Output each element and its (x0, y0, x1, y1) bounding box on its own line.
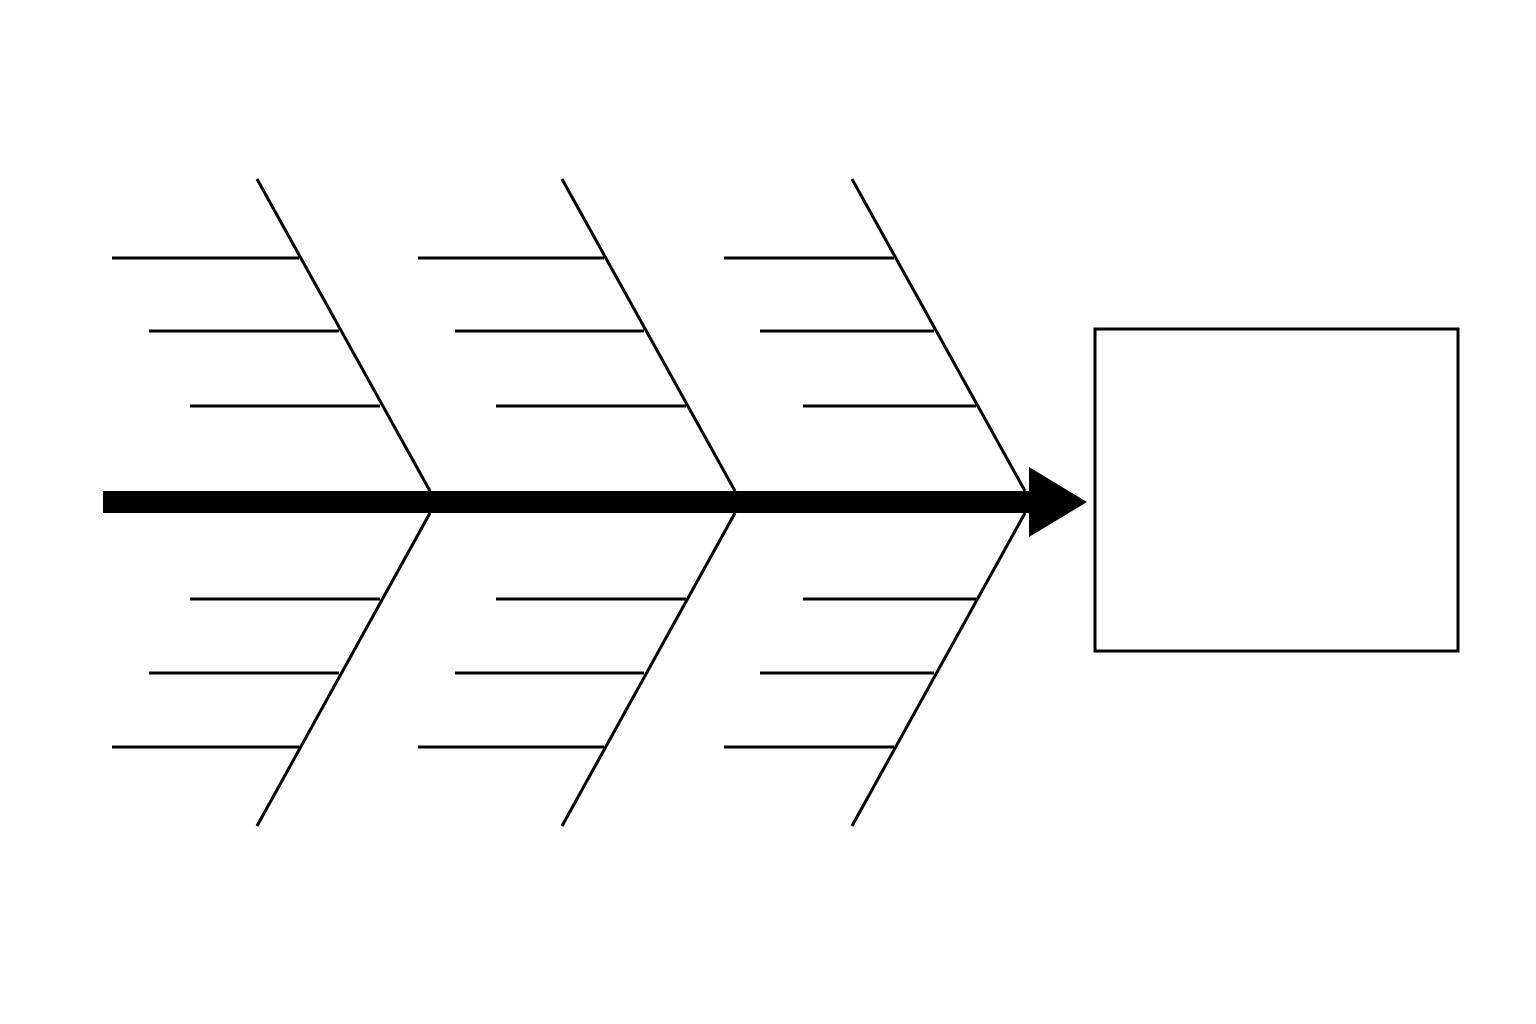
bone-top-1 (112, 178, 432, 492)
bone-top-3-diagonal (850, 178, 1027, 492)
bone-bottom-3 (724, 512, 1027, 827)
bone-top-1-diagonal (255, 178, 432, 492)
spine-arrowhead (1029, 467, 1087, 537)
bone-top-2-diagonal (560, 178, 737, 492)
bone-top-3 (724, 178, 1027, 492)
bone-bottom-2 (418, 512, 737, 827)
bone-top-2 (418, 178, 737, 492)
effect-box (1093, 327, 1460, 653)
bone-bottom-3-diagonal (850, 512, 1027, 827)
bone-bottom-1 (112, 512, 432, 827)
bone-bottom-1-diagonal (255, 512, 432, 827)
bone-bottom-2-diagonal (560, 512, 737, 827)
